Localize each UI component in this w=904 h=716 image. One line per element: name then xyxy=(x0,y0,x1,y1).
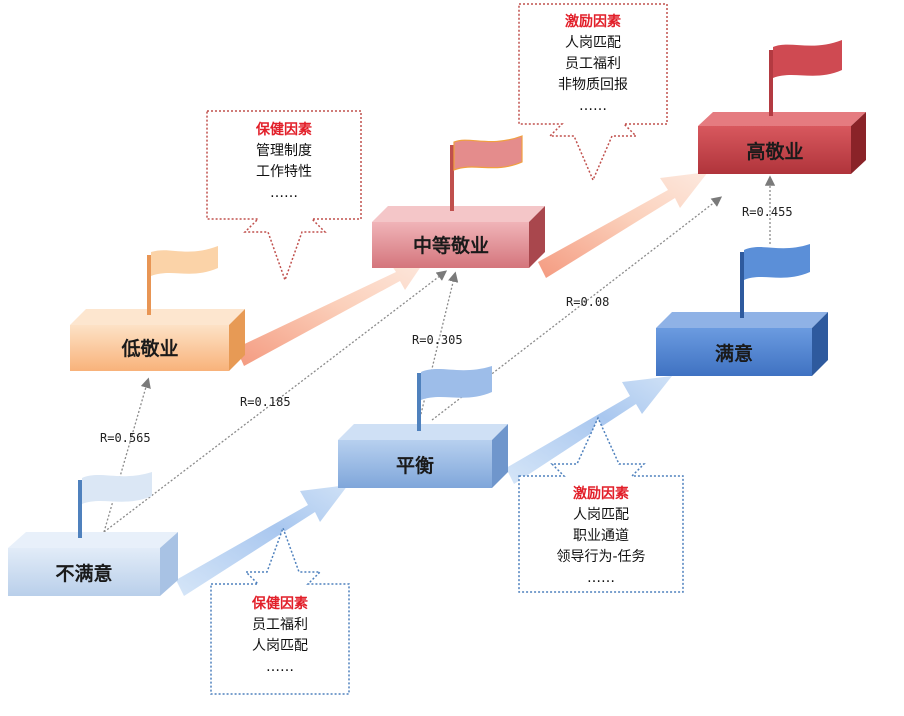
callout-shape-motivator-top xyxy=(518,3,668,182)
corr-label-bal-high: R=0.08 xyxy=(566,295,609,309)
corr-label-dis-mid: R=0.185 xyxy=(240,395,291,409)
callout-shape-hygiene-bottom xyxy=(210,525,350,695)
node-mid-engagement: 中等敬业 xyxy=(372,206,545,268)
callout-motivator-top: 激励因素 人岗匹配 员工福利 非物质回报 …… xyxy=(519,12,667,117)
node-label-dissatisfied: 不满意 xyxy=(55,562,112,585)
node-label-low: 低敬业 xyxy=(120,337,178,360)
corr-label-dis-low: R=0.565 xyxy=(100,431,151,445)
callout-motivator-bottom: 激励因素 人岗匹配 职业通道 领导行为-任务 …… xyxy=(519,484,683,589)
flag-satisfied xyxy=(740,244,810,318)
corr-line-dis-low xyxy=(103,377,151,533)
flag-low xyxy=(147,246,218,315)
node-dissatisfied: 不满意 xyxy=(8,532,178,596)
flag-balanced xyxy=(417,366,492,431)
node-label-high: 高敬业 xyxy=(746,140,803,163)
node-high-engagement: 高敬业 xyxy=(698,112,866,174)
callout-shape-hygiene-top xyxy=(206,110,362,283)
node-satisfied: 满意 xyxy=(656,312,828,376)
callout-item: …… xyxy=(266,659,294,675)
node-label-mid: 中等敬业 xyxy=(413,234,489,257)
callout-item: 职业通道 xyxy=(573,528,629,544)
callout-title: 保健因素 xyxy=(256,122,312,138)
callout-shape-motivator-bottom xyxy=(518,416,684,593)
node-label-satisfied: 满意 xyxy=(715,342,753,365)
node-low-engagement: 低敬业 xyxy=(70,309,245,371)
corr-label-bal-mid: R=0.305 xyxy=(412,333,463,347)
corr-line-dis-mid xyxy=(103,270,448,533)
callout-item: 员工福利 xyxy=(252,617,308,633)
flag-high xyxy=(769,40,842,116)
callout-item: 人岗匹配 xyxy=(565,35,621,51)
callout-item: …… xyxy=(270,185,298,201)
upper-progress-arrow-2 xyxy=(538,172,708,278)
lower-progress-arrow-2 xyxy=(506,376,672,484)
flag-dissatisfied xyxy=(78,472,152,538)
callout-item: 员工福利 xyxy=(565,56,621,72)
callout-item: 人岗匹配 xyxy=(252,638,308,654)
callout-item: 工作特性 xyxy=(256,164,312,180)
node-label-balanced: 平衡 xyxy=(396,454,434,477)
callout-item: 管理制度 xyxy=(256,143,312,159)
lower-progress-arrow xyxy=(176,485,348,596)
callout-item: 领导行为-任务 xyxy=(556,549,646,565)
callout-title: 激励因素 xyxy=(565,14,621,30)
callout-hygiene-top: 保健因素 管理制度 工作特性 …… xyxy=(207,120,361,204)
node-balanced: 平衡 xyxy=(338,424,508,488)
callout-title: 激励因素 xyxy=(573,486,629,502)
callout-item: 非物质回报 xyxy=(558,77,628,93)
callout-item: …… xyxy=(587,570,615,586)
callout-hygiene-bottom: 保健因素 员工福利 人岗匹配 …… xyxy=(211,594,349,678)
callout-title: 保健因素 xyxy=(252,596,308,612)
callout-item: …… xyxy=(579,98,607,114)
upper-progress-arrow xyxy=(236,256,428,366)
callout-item: 人岗匹配 xyxy=(573,507,629,523)
flag-mid xyxy=(450,135,523,211)
corr-label-sat-high: R=0.455 xyxy=(742,205,793,219)
